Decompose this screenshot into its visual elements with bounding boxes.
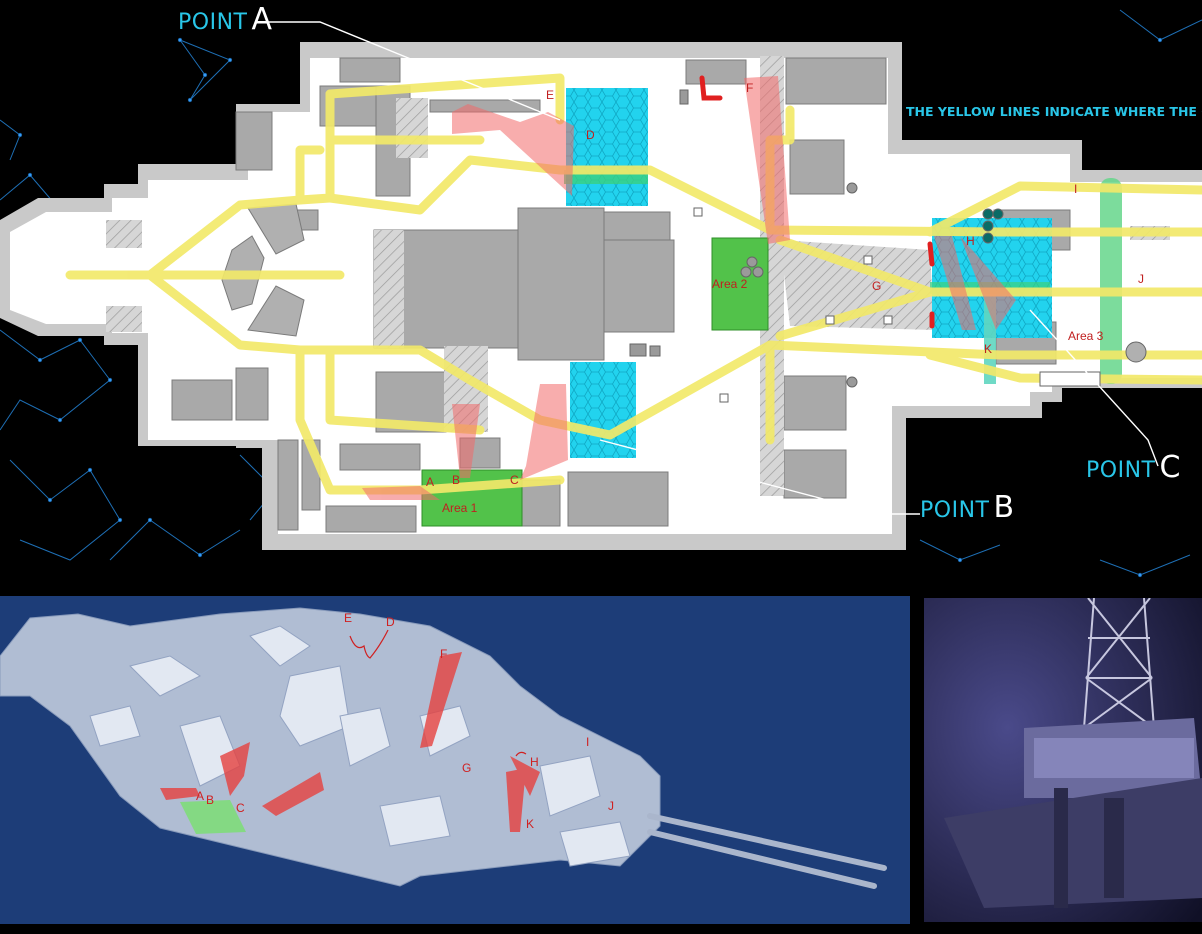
oil-rig-photo <box>924 598 1202 922</box>
plan-marker-a: A <box>426 475 434 489</box>
point-b-word: POINT <box>920 498 990 523</box>
iso-marker-f: F <box>440 647 447 661</box>
iso-marker-d: D <box>386 615 395 629</box>
plan-marker-f: F <box>746 81 753 95</box>
iso-pipes <box>647 813 887 889</box>
cyan-zone-lower <box>570 362 636 458</box>
iso-marker-j: J <box>608 799 614 813</box>
iso-marker-b: B <box>206 793 214 807</box>
plan-marker-c: C <box>510 473 519 487</box>
plan-marker-j: J <box>1138 272 1144 286</box>
plan-marker-b: B <box>452 473 460 487</box>
callout-leaders <box>268 21 1159 515</box>
iso-marker-c: C <box>236 801 245 815</box>
isometric-view: A B C D E F G H I J K <box>0 596 910 924</box>
green-areas <box>421 170 1122 527</box>
point-c-word: POINT <box>1086 458 1156 483</box>
iso-marker-h: H <box>530 755 539 769</box>
left-stairs <box>106 220 142 332</box>
point-c-letter: C <box>1159 450 1181 485</box>
area-2-label: Area 2 <box>712 277 748 291</box>
iso-markers: A B C D E F G H I J K <box>196 611 614 831</box>
iso-marker-e: E <box>344 611 352 625</box>
red-markers <box>699 75 935 329</box>
cyan-zone-d <box>566 88 648 206</box>
plan-marker-d: D <box>586 128 595 142</box>
plan-markers: A B C D E F G H I J K <box>426 81 1144 489</box>
point-a-word: POINT <box>178 10 248 35</box>
iso-green-area <box>180 800 246 834</box>
area-2-zone <box>711 237 769 331</box>
area-1-label: Area 1 <box>442 501 478 515</box>
floor-plan-map: Area 1 Area 2 Area 3 A B C D E F G H I J… <box>0 9 1202 578</box>
plan-marker-i: I <box>1074 182 1077 196</box>
small-details <box>629 89 1147 403</box>
iso-marker-i: I <box>586 735 589 749</box>
plan-marker-g: G <box>872 279 881 293</box>
point-b-letter: B <box>993 490 1015 525</box>
iso-arrows <box>349 629 527 757</box>
iso-marker-a: A <box>196 789 204 803</box>
plan-marker-e: E <box>546 88 554 102</box>
plan-marker-k: K <box>984 342 992 356</box>
iso-marker-g: G <box>462 761 471 775</box>
point-a-letter: A <box>251 2 273 37</box>
area-3-label: Area 3 <box>1068 329 1104 343</box>
plan-marker-h: H <box>966 234 975 248</box>
sightline-zones <box>362 76 1016 500</box>
gas-legend-note: THE YELLOW LINES INDICATE WHERE THE GA <box>906 104 1202 119</box>
area-labels: Area 1 Area 2 Area 3 <box>442 277 1104 515</box>
iso-sightlines <box>160 652 540 832</box>
iso-marker-k: K <box>526 817 534 831</box>
